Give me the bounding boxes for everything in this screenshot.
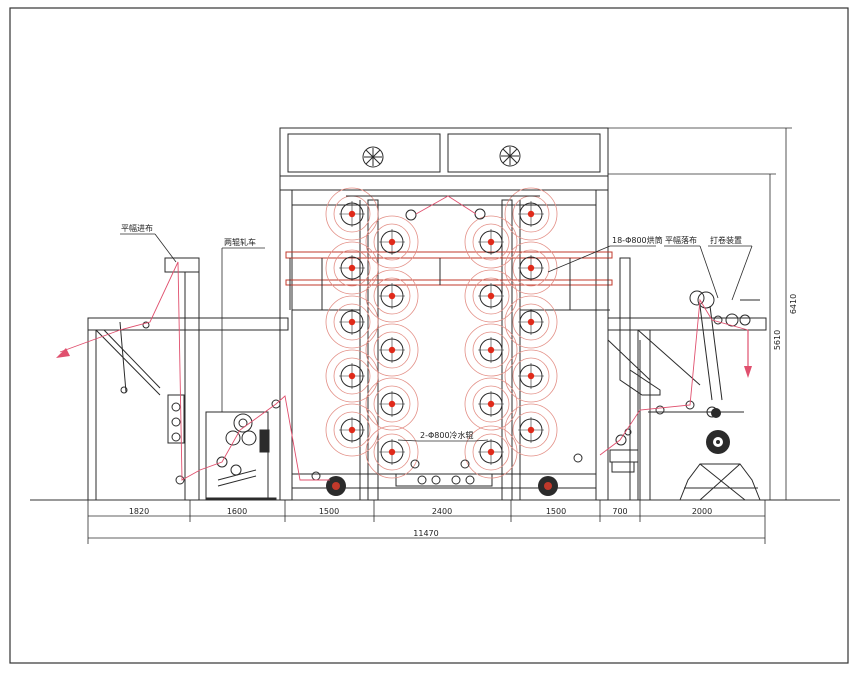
- cloth-exit-arrow-icon: [744, 330, 752, 378]
- drying-cylinder: [504, 349, 558, 403]
- drying-cylinder: [325, 403, 379, 457]
- output-section: [607, 257, 767, 501]
- padder: [205, 399, 281, 501]
- label-cooling-cylinders: 2-Φ800冷水辊: [420, 430, 474, 440]
- dimension-lines: [87, 127, 800, 544]
- drying-cylinder: [365, 269, 419, 323]
- sheet-border: [9, 7, 849, 664]
- drying-cylinder: [464, 269, 518, 323]
- drying-cylinder: [365, 323, 419, 377]
- label-flat-cloth-feed: 平幅进布: [121, 223, 153, 233]
- walkway-platform: [285, 251, 613, 311]
- drying-cylinder: [325, 349, 379, 403]
- dim-height-overall: 6410: [789, 294, 798, 314]
- dim-seg-1: 1820: [129, 507, 149, 516]
- dim-seg-7: 2000: [692, 507, 712, 516]
- bottom-drive-right: [538, 453, 583, 496]
- drying-cylinder: [464, 215, 518, 269]
- exhaust-fan-right-icon: [499, 145, 521, 167]
- dim-total: 11470: [413, 529, 438, 538]
- dim-seg-3: 1500: [319, 507, 339, 516]
- drying-cylinders-group: [325, 187, 558, 479]
- drying-cylinder: [325, 295, 379, 349]
- label-two-roll-padder: 两辊轧车: [224, 237, 256, 247]
- drying-cylinder: [504, 241, 558, 295]
- drying-cylinder: [365, 215, 419, 269]
- drying-cylinder: [464, 323, 518, 377]
- drying-cylinder: [464, 377, 518, 431]
- bottom-guide-rolls: [410, 459, 475, 485]
- cloth-path: [59, 195, 749, 481]
- dryer-frame: [279, 127, 609, 501]
- drying-cylinder: [504, 403, 558, 457]
- label-winding-device: 打卷装置: [710, 235, 742, 245]
- drying-cylinder: [504, 295, 558, 349]
- drying-cylinder: [365, 425, 419, 479]
- dim-seg-2: 1600: [227, 507, 247, 516]
- label-drying-cylinders: 18-Φ800烘筒: [612, 235, 663, 245]
- drying-cylinder: [365, 377, 419, 431]
- exhaust-fan-left-icon: [362, 146, 384, 168]
- drying-cylinder: [325, 241, 379, 295]
- dim-seg-5: 1500: [546, 507, 566, 516]
- label-flat-cloth-out: 平幅落布: [665, 235, 697, 245]
- bottom-drive-left: [311, 471, 346, 496]
- dim-seg-4: 2400: [432, 507, 452, 516]
- feed-section: [87, 257, 289, 501]
- dim-seg-6: 700: [612, 507, 627, 516]
- cloth-entry-arrow-icon: [56, 348, 70, 358]
- label-leaders: [120, 233, 753, 442]
- batching-roll: [706, 408, 730, 454]
- dim-height-frame: 5610: [773, 330, 782, 350]
- top-guide-rolls: [346, 195, 540, 221]
